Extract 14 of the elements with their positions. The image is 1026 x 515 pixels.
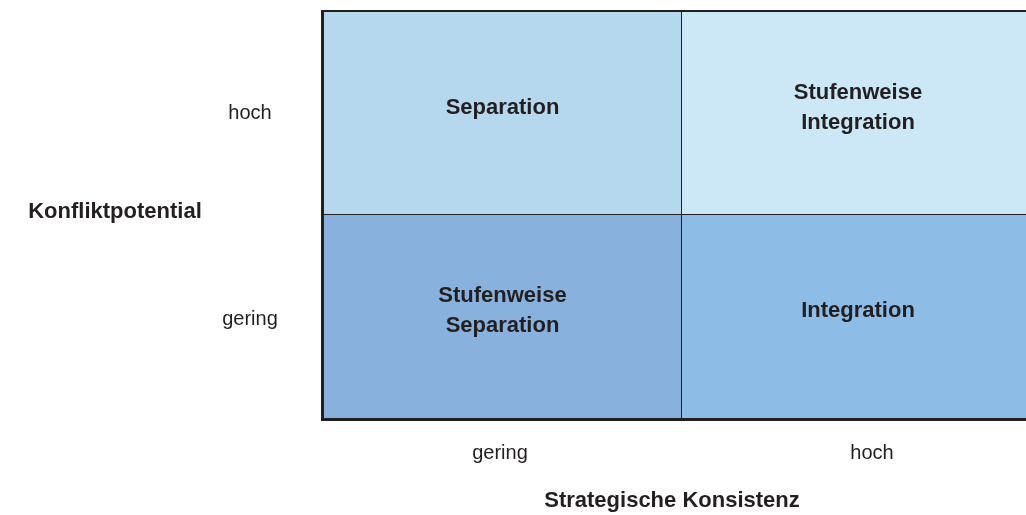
axis-level-label: gering	[222, 306, 278, 330]
quadrant-label: Integration	[800, 296, 916, 324]
axis-level-label: gering	[472, 440, 528, 464]
matrix-quadrant	[682, 215, 1026, 418]
quadrant-label: Stufenweise Separation	[437, 281, 568, 339]
matrix-quadrant	[682, 12, 1026, 215]
matrix-quadrant	[324, 215, 682, 418]
quadrant-label: Stufenweise Integration	[792, 78, 924, 136]
matrix-quadrant	[324, 12, 682, 215]
axis-title: Konfliktpotential	[28, 198, 202, 224]
axis-title: Strategische Konsistenz	[544, 487, 800, 513]
quadrant-label: Separation	[444, 93, 561, 121]
axis-level-label: hoch	[850, 440, 894, 464]
axis-level-label: hoch	[228, 100, 272, 124]
